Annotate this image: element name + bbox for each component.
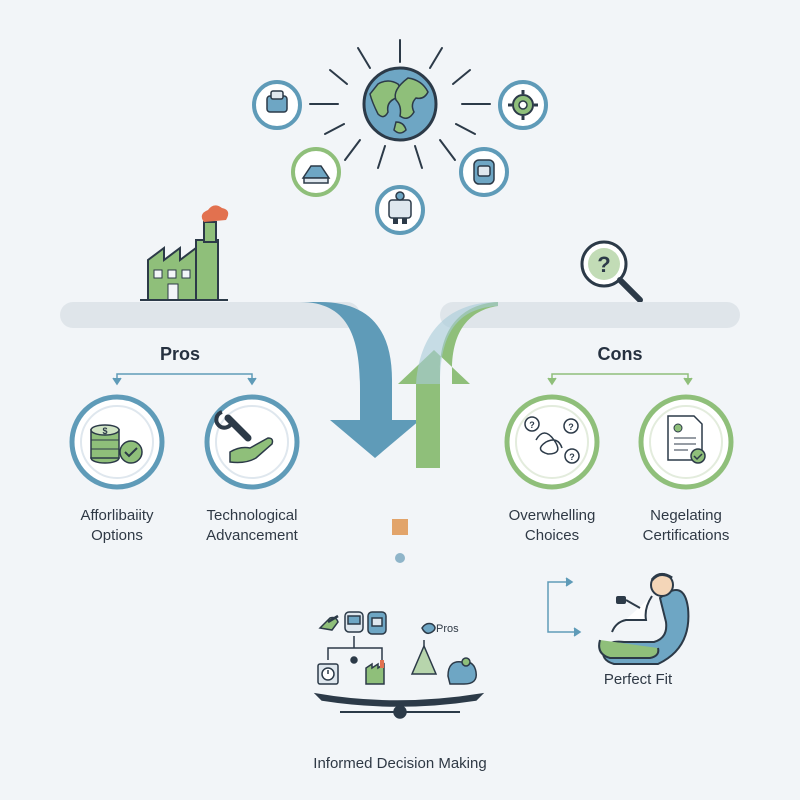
cons-bracket bbox=[547, 373, 693, 386]
decision-mini-pros-label: Pros bbox=[436, 623, 459, 635]
cons-item-certifications-label: Negelating Certifications bbox=[642, 507, 730, 544]
pros-item-technological-label: Technological Advancement bbox=[206, 507, 298, 544]
svg-text:?: ? bbox=[569, 452, 575, 462]
pros-bracket bbox=[112, 373, 257, 386]
right-shelf bbox=[440, 302, 740, 328]
hand-tool-icon bbox=[318, 614, 339, 631]
recliner-mini-icon bbox=[447, 657, 477, 685]
sun-rays bbox=[309, 39, 491, 169]
pros-item-affordability-label: Afforlibaiity Options bbox=[80, 507, 154, 544]
down-arrow-blue bbox=[300, 302, 420, 458]
massage-chair-icon-small bbox=[459, 147, 509, 197]
factory-icon bbox=[140, 205, 229, 301]
chair-icon-small-1 bbox=[252, 80, 302, 130]
magnifier-question-icon: ? bbox=[580, 240, 643, 303]
recliner-icon-small bbox=[291, 147, 341, 197]
perfect-fit-label: Perfect Fit bbox=[603, 671, 673, 688]
svg-text:$: $ bbox=[102, 426, 107, 436]
pros-heading: Pros bbox=[159, 344, 201, 364]
cons-item-overwhelming-label: Overwhelling Choices bbox=[508, 507, 596, 544]
gear-icon bbox=[498, 80, 548, 130]
decision-scale bbox=[313, 611, 485, 719]
robot-chair-icon-small bbox=[375, 185, 425, 235]
globe-icon bbox=[362, 66, 438, 142]
svg-text:?: ? bbox=[529, 420, 535, 430]
blue-dot-marker bbox=[395, 553, 405, 563]
wrench-hand-icon bbox=[204, 394, 300, 490]
orange-square-marker bbox=[392, 519, 408, 535]
cons-heading: Cons bbox=[597, 344, 643, 364]
chair-icon-mini-1 bbox=[344, 611, 364, 633]
chair-icon-mini-2 bbox=[367, 611, 387, 635]
up-arrow-green bbox=[398, 302, 498, 468]
svg-text:?: ? bbox=[568, 422, 574, 432]
clock-box-icon bbox=[317, 663, 339, 685]
question-tangle-icon: ? ? ? bbox=[504, 394, 600, 490]
pros-mini-icon bbox=[421, 622, 436, 635]
perfect-fit-connector bbox=[547, 577, 582, 637]
left-shelf bbox=[60, 302, 360, 328]
person-recliner-icon bbox=[598, 573, 690, 665]
informed-decision-label: Informed Decision Making bbox=[313, 755, 487, 772]
coins-check-icon: $ bbox=[69, 394, 165, 490]
globe-cluster bbox=[252, 39, 548, 235]
svg-text:?: ? bbox=[597, 252, 610, 277]
certificate-icon bbox=[638, 394, 734, 490]
factory-mini-icon bbox=[365, 660, 385, 685]
